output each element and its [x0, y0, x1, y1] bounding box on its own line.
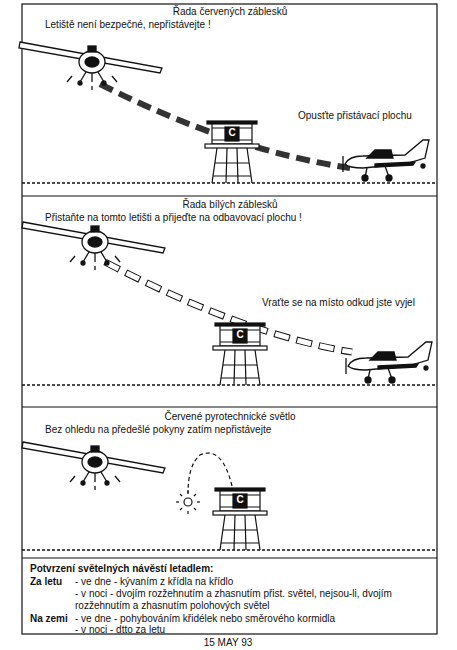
- frame: [22, 4, 437, 634]
- aircraft-flying: [22, 222, 165, 270]
- divider: [22, 196, 437, 197]
- panel-heading: Řada červených záblesků: [130, 6, 330, 18]
- footer-term: Na zemi: [30, 613, 74, 625]
- control-tower: [205, 121, 259, 183]
- instruction: Přistaňte na tomto letišti a přijeďte na…: [45, 212, 430, 224]
- footer-text: - ve dne - pohybováním křidélek nebo smě…: [75, 613, 430, 625]
- date-stamp: 15 MAY 93: [168, 637, 288, 649]
- footer-heading: Potvrzení světelných návěstí letadlem:: [30, 563, 330, 575]
- divider: [22, 558, 437, 559]
- panel-heading: Červené pyrotechnické světlo: [110, 411, 350, 423]
- ground-line: [22, 549, 437, 551]
- flare-burst: [176, 490, 200, 514]
- instruction: Vraťte se na místo odkud jste vyjel: [262, 297, 434, 309]
- footer-term: Za letu: [30, 576, 74, 588]
- instruction: Opusťte přistávací plochu: [298, 110, 433, 122]
- footer-text: - ve dne - kývaním z křídla na křídlo: [75, 576, 430, 588]
- ground-line: [22, 384, 437, 386]
- ground-line: [22, 182, 437, 184]
- instruction: Bez ohledu na předešlé pokyny zatím nepř…: [45, 424, 375, 436]
- aircraft-ground: [343, 140, 429, 181]
- control-tower: [213, 323, 267, 385]
- aircraft-flying: [22, 442, 165, 490]
- footer-text: - v noci - dvojím rozžehnutím a zhasnutí…: [75, 588, 430, 612]
- control-tower: [213, 488, 267, 550]
- aircraft-flying: [19, 42, 162, 90]
- divider: [22, 407, 437, 408]
- aircraft-ground: [346, 342, 432, 383]
- tower-letter: C: [225, 127, 239, 139]
- tower-letter: C: [233, 494, 247, 506]
- footer-text: - v noci - dtto za letu: [75, 624, 430, 636]
- tower-letter: C: [233, 329, 247, 341]
- panel-heading: Řada bílých záblesků: [130, 199, 330, 211]
- instruction: Letiště není bezpečné, nepřistávejte !: [45, 19, 315, 31]
